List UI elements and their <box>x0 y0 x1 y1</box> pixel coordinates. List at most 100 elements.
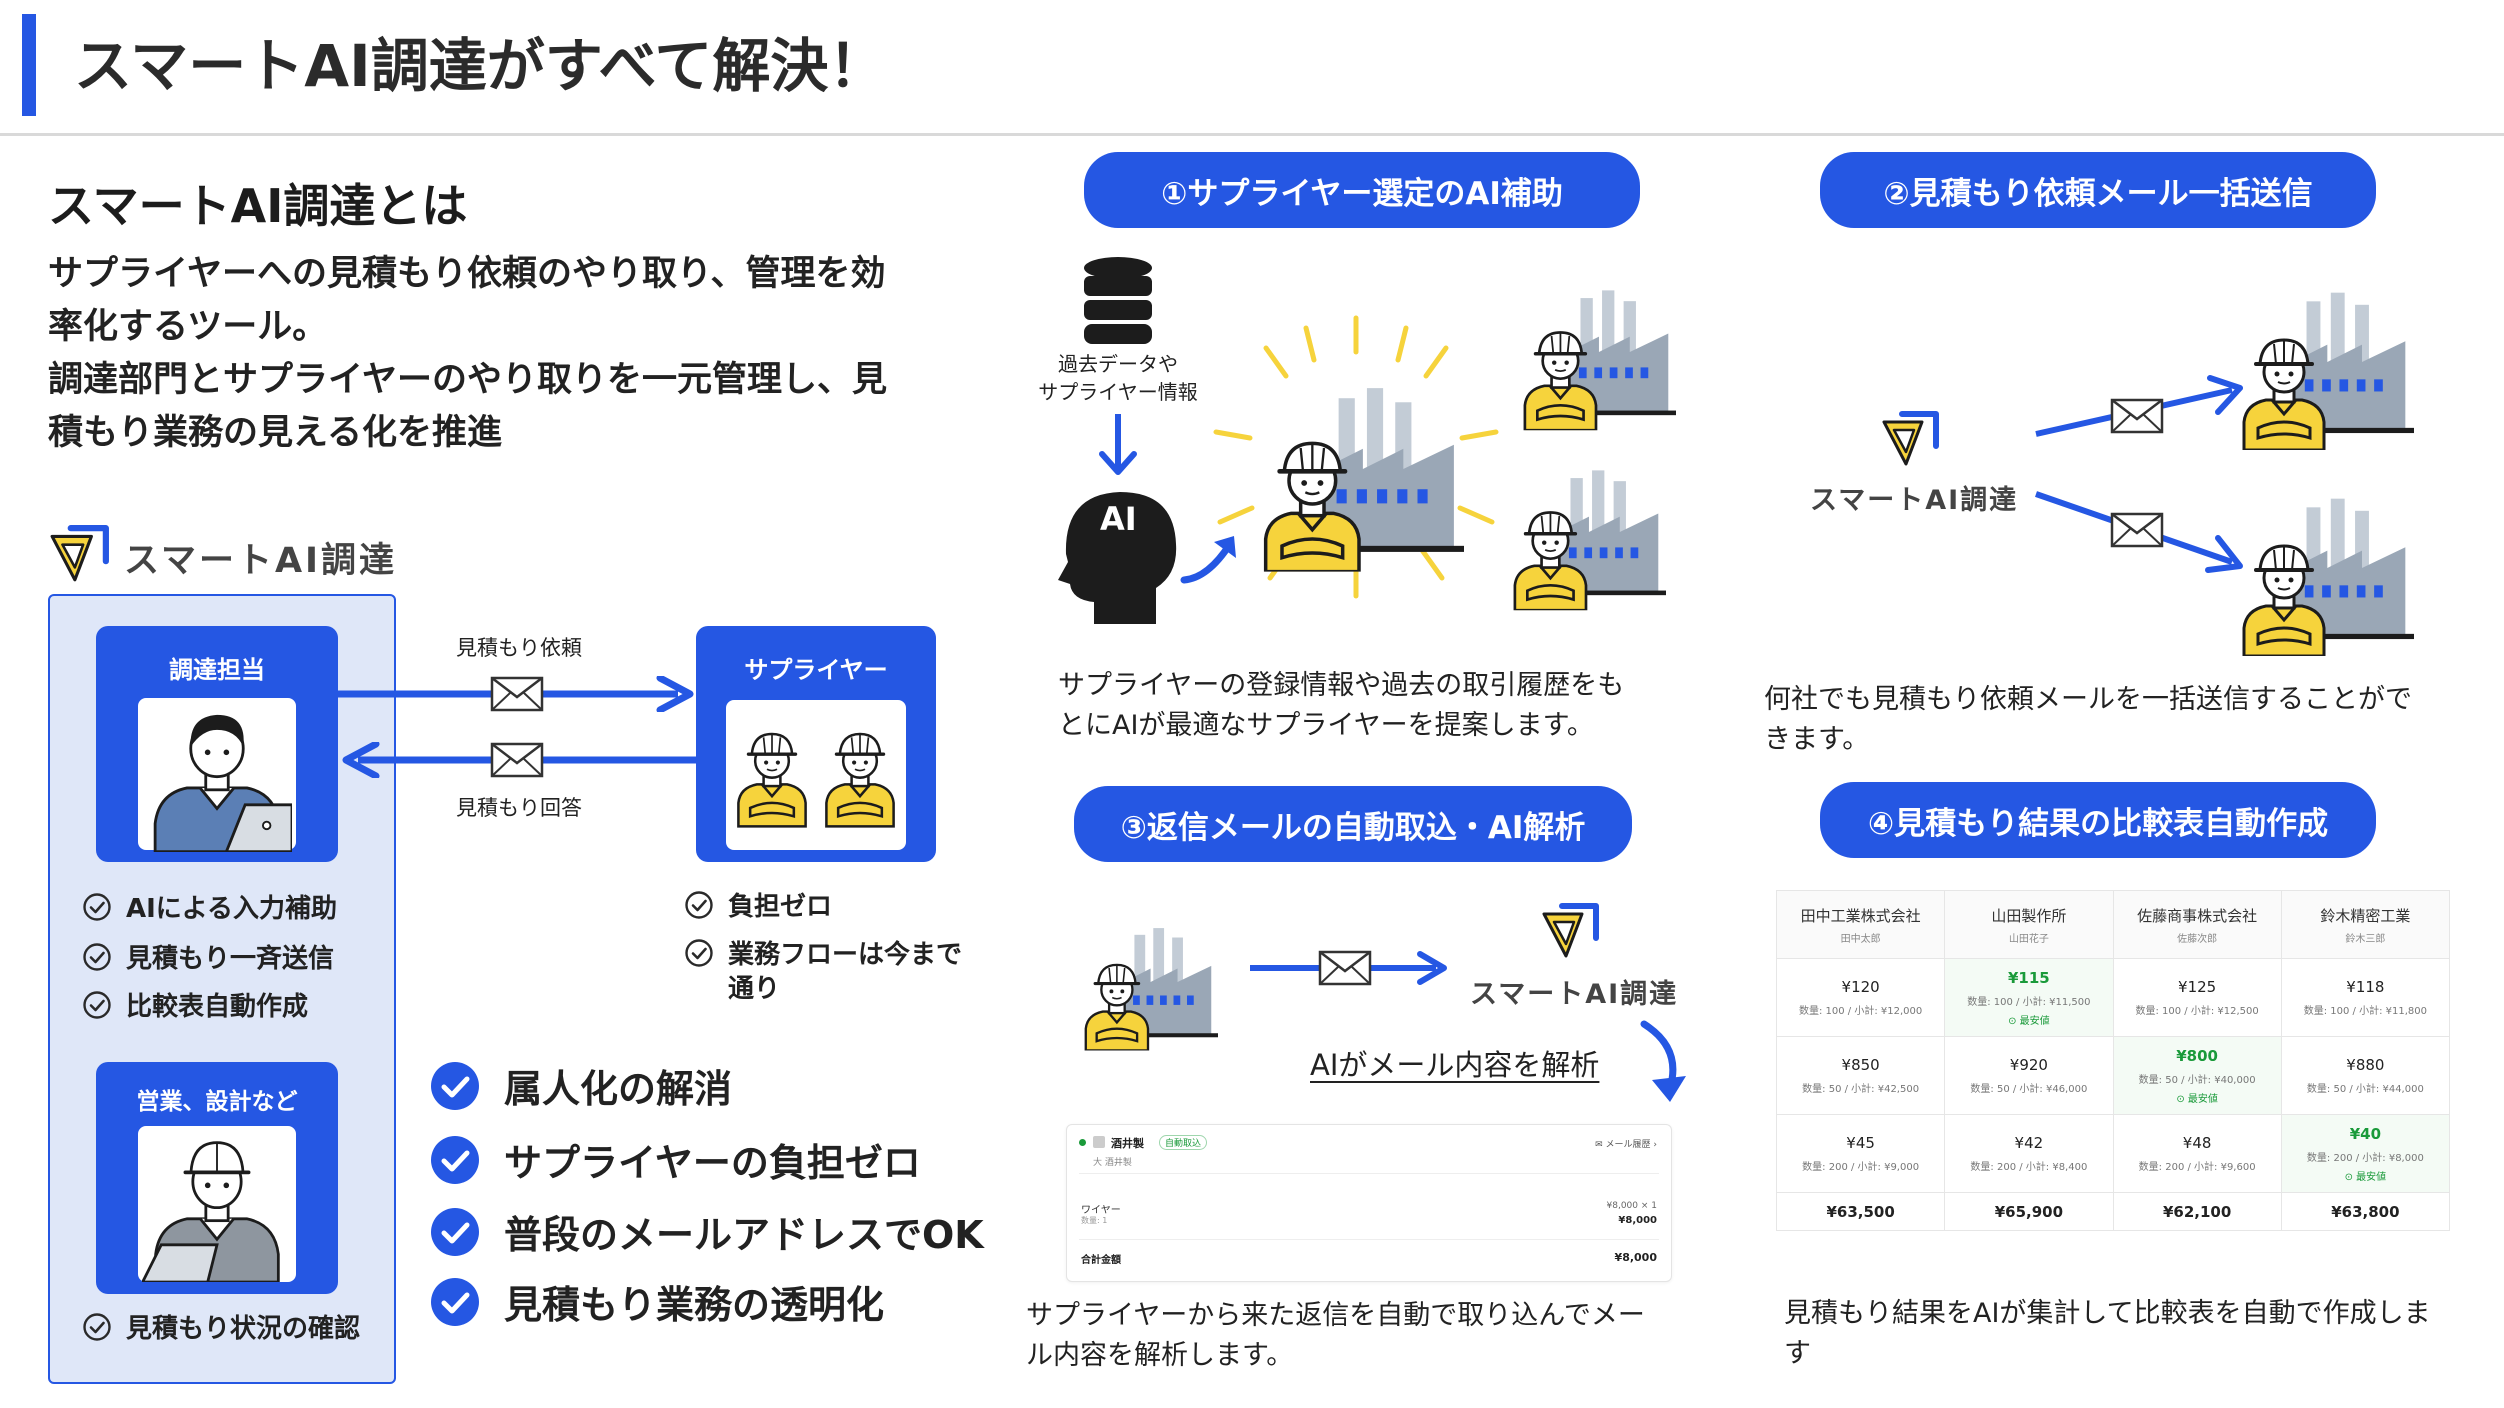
mail-divider <box>1079 1173 1659 1174</box>
curved-arrow-icon <box>1180 536 1236 584</box>
check-badge-icon <box>430 1135 480 1185</box>
supplier-factory-icon <box>1516 272 1676 432</box>
total-cell: ¥65,900 <box>1944 1192 2114 1231</box>
benefit-1: 属人化の解消 <box>430 1058 732 1113</box>
mail-icon: ✉ <box>1595 1140 1606 1150</box>
ai-head-icon <box>1058 492 1177 624</box>
check-badge-icon <box>430 1207 480 1257</box>
company-header: 鈴木精密工業鈴木三郎 <box>2280 890 2451 959</box>
laptop-worker-icon <box>142 1124 292 1282</box>
feature2-caption: 何社でも見積もり依頼メールを一括送信することがで きます。 <box>1764 684 2412 755</box>
supplier-check-1: 負担ゼロ <box>684 886 832 923</box>
parsed-mail-card: 酒井製 自動取込 大 酒井製 ✉ メール履歴 › ワイヤー 数量: 1 ¥8,0… <box>1066 1124 1672 1282</box>
brand-logo-icon <box>1540 902 1600 962</box>
envelope-icon <box>2110 398 2164 434</box>
supplier-factory-icon <box>2234 478 2414 658</box>
comparison-table: 田中工業株式会社田中太郎 山田製作所山田花子 佐藤商事株式会社佐藤次郎 鈴木精密… <box>1775 890 2451 1231</box>
sales-check: 見積もり状況の確認 <box>82 1308 360 1345</box>
brand-logo-icon <box>48 524 110 586</box>
buyer-card: 調達担当 <box>96 626 338 862</box>
request-envelope-icon <box>490 676 544 712</box>
mail-to: 大 酒井製 <box>1093 1158 1132 1168</box>
db-label: 過去データや サプライヤー情報 <box>1038 352 1198 404</box>
supplier-factory-icon <box>2234 272 2414 452</box>
total-cell: ¥62,100 <box>2112 1192 2282 1231</box>
page-title: スマートAI調達がすべて解決！ <box>74 32 887 100</box>
mail-status-dot <box>1079 1139 1086 1146</box>
supplier-card-title: サプライヤー <box>744 656 888 684</box>
benefit-2: サプライヤーの負担ゼロ <box>430 1132 921 1187</box>
best-price-icon: ⊙ <box>2008 1015 2020 1027</box>
envelope-icon <box>2110 512 2164 548</box>
check-badge-icon <box>430 1061 480 1111</box>
best-price-icon: ⊙ <box>2176 1093 2188 1105</box>
database-icon <box>1084 257 1152 344</box>
brand-logo-icon <box>1880 410 1940 470</box>
mail-amount: ¥8,000 <box>1618 1215 1657 1226</box>
sales-card-title: 営業、設計など <box>136 1089 298 1115</box>
mail-item: ワイヤー <box>1081 1205 1121 1216</box>
best-price-icon: ⊙ <box>2344 1171 2357 1183</box>
reply-label: 見積もり回答 <box>456 796 582 820</box>
total-cell: ¥63,500 <box>1775 1192 1946 1231</box>
mail-divider <box>1079 1239 1659 1240</box>
total-cell: ¥63,800 <box>2280 1192 2451 1231</box>
check-circle-icon <box>82 892 112 922</box>
worker-icon <box>818 708 902 844</box>
check-circle-icon <box>684 890 714 920</box>
check-circle-icon <box>684 938 714 968</box>
check-badge-icon <box>430 1277 480 1327</box>
mail-avatar <box>1093 1136 1105 1148</box>
buyer-check-2: 見積もり一斉送信 <box>82 938 334 975</box>
feature4-caption: 見積もり結果をAIが集計して比較表を自動で作成しま す <box>1784 1298 2431 1369</box>
feature3-title: ③返信メールの自動取込・AI解析 <box>1074 786 1632 862</box>
brand-name: スマートAI調達 <box>124 541 398 581</box>
company-header: 田中工業株式会社田中太郎 <box>1775 890 1946 959</box>
supplier-check-2-cont: 通り <box>728 974 781 1004</box>
supplier-check-2: 業務フローは今まで <box>684 934 962 971</box>
feature1-title: ①サプライヤー選定のAI補助 <box>1084 152 1640 228</box>
mail-sender: 酒井製 <box>1111 1137 1144 1150</box>
check-circle-icon <box>82 942 112 972</box>
curved-down-arrow-icon <box>1640 1020 1686 1102</box>
selected-supplier-icon <box>1254 364 1464 574</box>
about-description: サプライヤーへの見積もり依頼のやり取り、管理を効 率化するツール。 調達部門とサ… <box>48 254 887 453</box>
buyer-card-title: 調達担当 <box>169 656 265 684</box>
company-header: 佐藤商事株式会社佐藤次郎 <box>2112 890 2282 959</box>
worker-icon <box>730 708 814 844</box>
buyer-check-3: 比較表自動作成 <box>82 986 308 1023</box>
down-arrow-icon <box>1099 414 1137 475</box>
mail-unit: ¥8,000 × 1 <box>1606 1201 1657 1211</box>
title-accent-bar <box>22 14 36 116</box>
feature1-caption: サプライヤーの登録情報や過去の取引履歴をも とにAIが最適なサプライヤーを提案し… <box>1058 670 1625 741</box>
feature3-brand: スマートAI調達 <box>1470 979 1679 1010</box>
chevron-right-icon: › <box>1650 1140 1657 1150</box>
feature2-brand: スマートAI調達 <box>1810 485 2019 516</box>
title-divider <box>0 133 2504 136</box>
envelope-icon <box>1318 950 1372 986</box>
buyer-check-1: AIによる入力補助 <box>82 888 337 925</box>
about-heading: スマートAI調達とは <box>48 179 468 233</box>
parse-label: AIがメール内容を解析 <box>1310 1048 1600 1082</box>
mail-qty: 数量: 1 <box>1081 1216 1108 1225</box>
feature4-title: ④見積もり結果の比較表自動作成 <box>1820 782 2376 858</box>
supplier-factory-icon <box>1506 452 1666 612</box>
supplier-factory-icon <box>1078 912 1218 1052</box>
mail-total-label: 合計金額 <box>1081 1255 1121 1266</box>
mail-total: ¥8,000 <box>1614 1251 1657 1264</box>
check-circle-icon <box>82 990 112 1020</box>
request-label: 見積もり依頼 <box>456 636 582 660</box>
feature2-title: ②見積もり依頼メール一括送信 <box>1820 152 2376 228</box>
reply-envelope-icon <box>490 742 544 778</box>
mail-history-button[interactable]: ✉ メール履歴 › <box>1595 1140 1657 1150</box>
